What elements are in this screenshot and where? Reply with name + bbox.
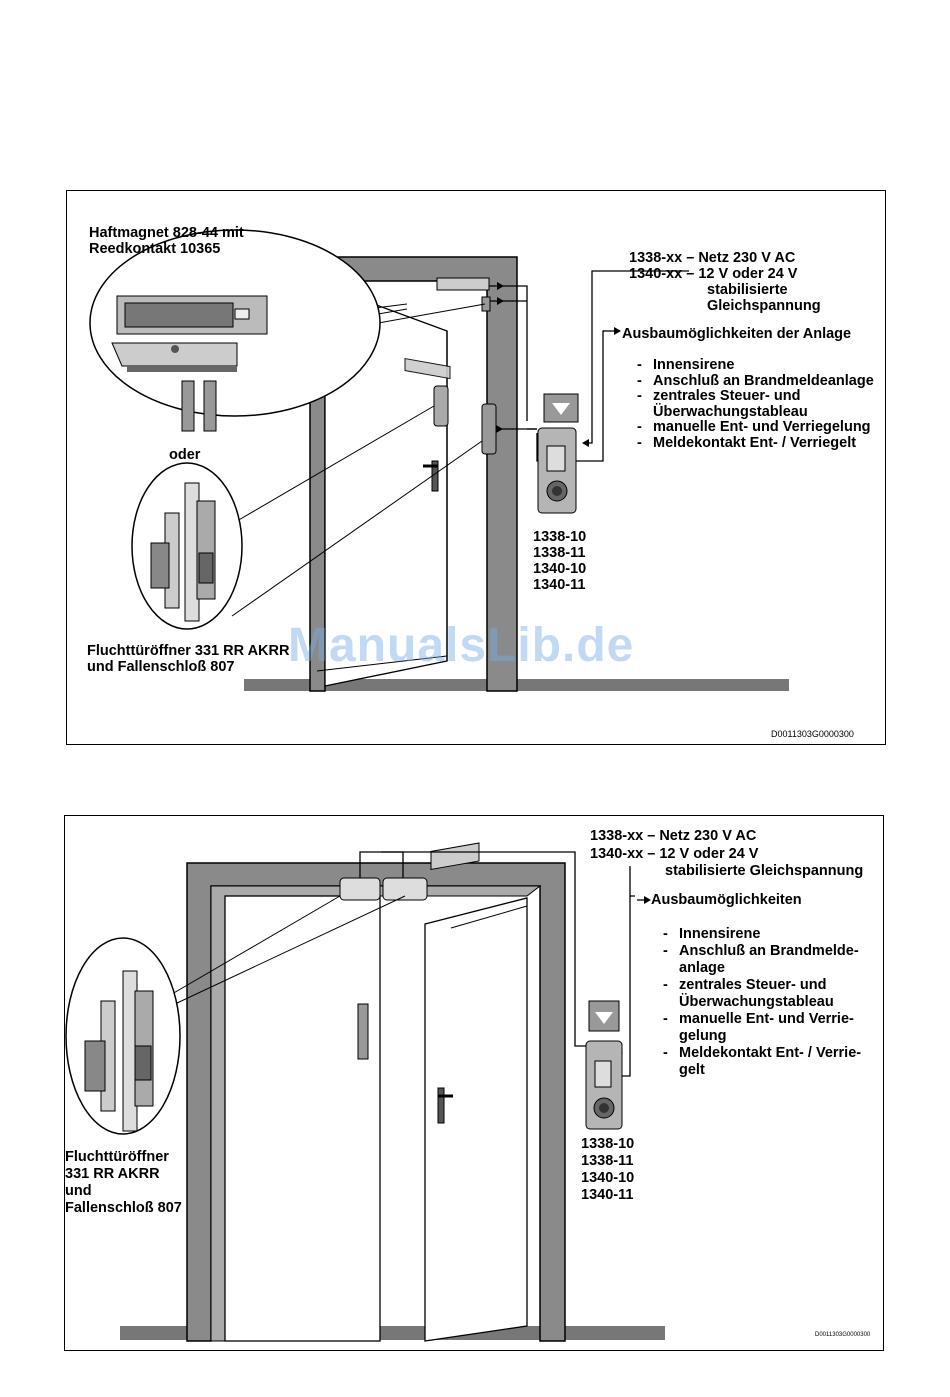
option-item: -Innensirene bbox=[663, 926, 761, 942]
option-item: -Anschluß an Brandmelde- bbox=[663, 943, 859, 959]
drawing-code: D0011303G0000300 bbox=[771, 729, 854, 739]
left-door-leaf bbox=[224, 895, 381, 1342]
power-line-2: 1340-xx – 12 V oder 24 V bbox=[629, 266, 798, 282]
option-item-cont: anlage bbox=[679, 960, 725, 976]
opener-label-line2: und Fallenschloß 807 bbox=[87, 659, 235, 675]
leaf-lock bbox=[433, 385, 449, 427]
diagram-panel-single-door: Haftmagnet 828-44 mit Reedkontakt 10365 … bbox=[66, 190, 886, 745]
option-item-cont: gelt bbox=[679, 1062, 705, 1078]
reed-contact-a bbox=[181, 380, 195, 432]
option-item: -Innensirene bbox=[637, 357, 735, 373]
option-item: -Anschluß an Brandmeldeanlage bbox=[637, 372, 874, 389]
header-magnet-right bbox=[382, 877, 428, 901]
option-item: -Meldekontakt Ent- / Verrie- bbox=[663, 1045, 862, 1061]
options-list: -Innensirene -Anschluß an Brandmeldeanla… bbox=[637, 357, 874, 452]
model-numbers: 1338-10 1338-11 1340-10 1340-11 bbox=[581, 1136, 635, 1203]
frame-strike bbox=[481, 403, 497, 455]
option-item: -manuelle Ent- und Verrie- bbox=[663, 1011, 854, 1027]
double-door-illustration bbox=[65, 842, 665, 1342]
power-line-1: 1338-xx – Netz 230 V AC bbox=[629, 250, 796, 266]
option-item: -manuelle Ent- und Verriegelung bbox=[637, 419, 871, 436]
opener-label-line1: Fluchttüröffner 331 RR AKRR bbox=[87, 643, 290, 659]
drawing-code: D0011303G0000300 bbox=[815, 1332, 871, 1338]
model-numbers: 1338-10 1338-11 1340-10 1340-11 bbox=[533, 529, 587, 593]
magnet-title-line2: Reedkontakt 10365 bbox=[89, 241, 221, 257]
opener-label: Fluchttüröffner 331 RR AKRR und Fallensc… bbox=[65, 1149, 182, 1216]
option-item: Überwachungstableau bbox=[653, 403, 808, 420]
power-line-3: stabilisierte bbox=[707, 282, 788, 298]
power-line-4: Gleichspannung bbox=[707, 298, 821, 314]
diagram-panel-double-door: 1338-xx – Netz 230 V AC 1340-xx – 12 V o… bbox=[64, 815, 884, 1351]
power-line-3: stabilisierte Gleichspannung bbox=[665, 863, 864, 879]
option-item: -Meldekontakt Ent- / Verriegelt bbox=[637, 434, 857, 451]
option-item-cont: Überwachungstableau bbox=[679, 994, 834, 1010]
single-door-illustration bbox=[89, 229, 789, 692]
options-list: -Innensirene -Anschluß an Brandmelde- an… bbox=[663, 926, 861, 1079]
reed-contact-b bbox=[203, 380, 217, 432]
right-door-leaf bbox=[424, 897, 528, 1342]
or-label: oder bbox=[169, 447, 201, 463]
options-title: Ausbaumöglichkeiten der Anlage bbox=[622, 326, 852, 342]
door-handle bbox=[437, 1087, 445, 1124]
header-magnet bbox=[436, 277, 490, 291]
header-magnet-left bbox=[339, 877, 381, 901]
option-item: -zentrales Steuer- und bbox=[663, 977, 827, 993]
watermark: ManualsLib.de bbox=[288, 619, 635, 672]
power-line-2: 1340-xx – 12 V oder 24 V bbox=[590, 846, 759, 862]
option-item: -zentrales Steuer- und bbox=[637, 388, 801, 405]
magnet-title-line1: Haftmagnet 828-44 mit bbox=[89, 225, 244, 241]
flush-bolt bbox=[357, 1003, 369, 1060]
option-item-cont: gelung bbox=[679, 1028, 727, 1044]
options-title: Ausbaumöglichkeiten bbox=[651, 892, 802, 908]
power-line-1: 1338-xx – Netz 230 V AC bbox=[590, 828, 757, 844]
